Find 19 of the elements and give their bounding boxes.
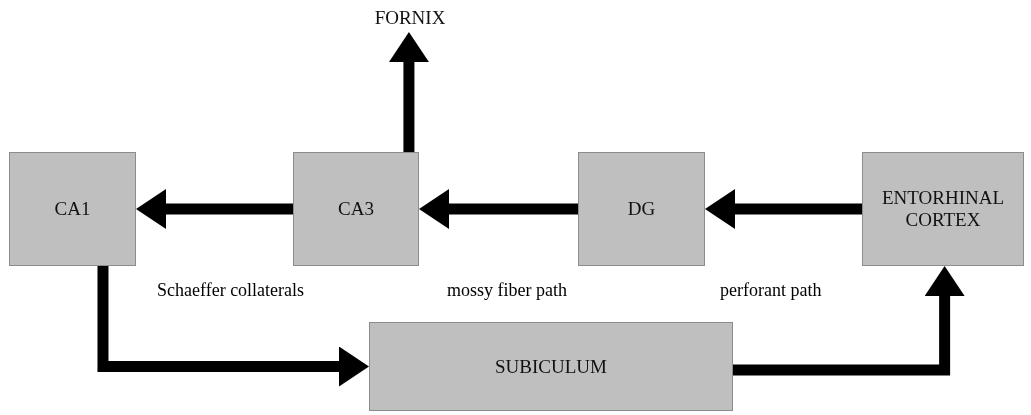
region-box: [369, 322, 733, 411]
region-name: CA1: [54, 198, 91, 220]
arrow: [136, 189, 293, 229]
region-box: [578, 152, 705, 266]
edge-label: perforant path: [718, 280, 824, 301]
arrow: [97, 266, 369, 387]
arrow: [705, 189, 862, 229]
region-box: [293, 152, 419, 266]
arrow: [419, 189, 578, 229]
region-name: CA3: [338, 198, 374, 220]
region-box: [9, 152, 136, 266]
region-name: SUBICULUM: [495, 355, 607, 378]
edge-label: mossy fiber path: [445, 280, 569, 301]
arrow: [733, 266, 965, 376]
region-box: [862, 152, 1024, 266]
arrow: [388, 32, 429, 152]
target-label: FORNIX: [360, 4, 460, 32]
region-name: DG: [627, 198, 656, 220]
region-name: ENTORHINAL CORTEX: [880, 187, 1006, 231]
